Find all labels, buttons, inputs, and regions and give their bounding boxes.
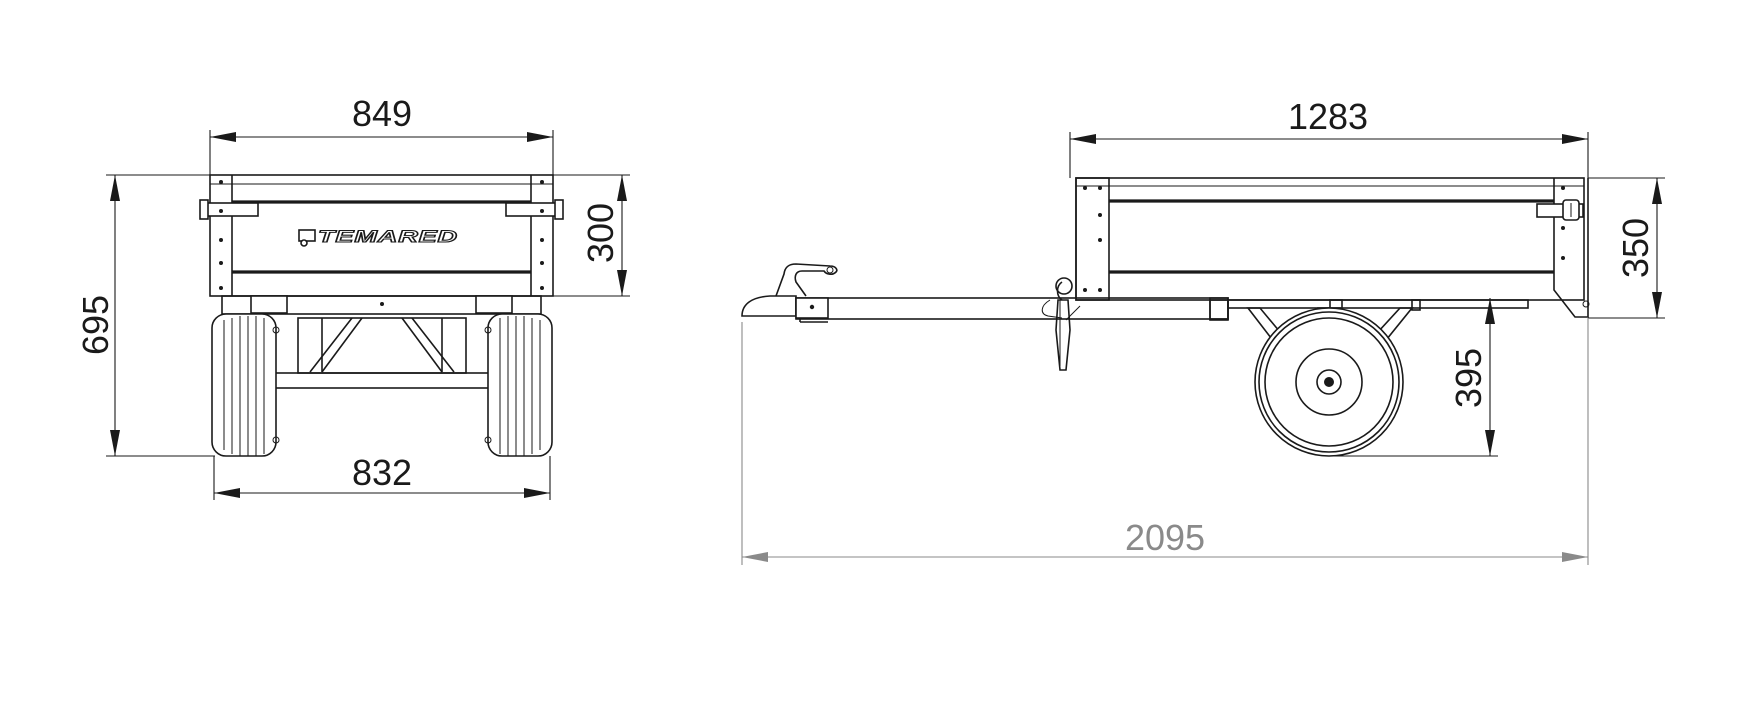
side-cargo-box bbox=[1075, 177, 1590, 318]
box-height-label: 350 bbox=[1615, 218, 1656, 278]
dimension-overall-width: 849 bbox=[209, 93, 554, 175]
overall-height-label: 695 bbox=[75, 295, 116, 355]
box-depth-label: 300 bbox=[580, 203, 621, 263]
box-length-label: 1283 bbox=[1288, 96, 1368, 137]
front-cargo-box: TEMARED bbox=[199, 174, 564, 297]
logo-text: TEMARED bbox=[318, 227, 458, 246]
dimension-box-length: 1283 bbox=[1069, 96, 1589, 178]
side-view: 1283 350 395 2095 bbox=[741, 96, 1665, 565]
wheel-track-label: 832 bbox=[352, 452, 412, 493]
dimension-overall-height: 695 bbox=[75, 174, 215, 457]
dimension-overall-length: 2095 bbox=[741, 318, 1589, 565]
hitch-coupler bbox=[741, 263, 838, 323]
breakaway-cable bbox=[1041, 277, 1081, 371]
temared-logo: TEMARED bbox=[298, 226, 458, 247]
dimension-box-depth: 300 bbox=[553, 174, 630, 297]
dimension-wheel-track: 832 bbox=[213, 452, 551, 500]
front-chassis bbox=[221, 295, 542, 389]
overall-width-label: 849 bbox=[352, 93, 412, 134]
dimension-floor-height: 395 bbox=[1330, 298, 1498, 457]
floor-height-label: 395 bbox=[1448, 348, 1489, 408]
side-drawbar bbox=[741, 263, 1229, 371]
front-left-wheel bbox=[211, 313, 280, 457]
front-right-wheel bbox=[484, 313, 553, 457]
overall-length-label: 2095 bbox=[1125, 517, 1205, 558]
side-wheel bbox=[1254, 307, 1404, 457]
front-view: 849 695 300 832 bbox=[75, 93, 630, 500]
dimension-box-height: 350 bbox=[1588, 177, 1665, 319]
